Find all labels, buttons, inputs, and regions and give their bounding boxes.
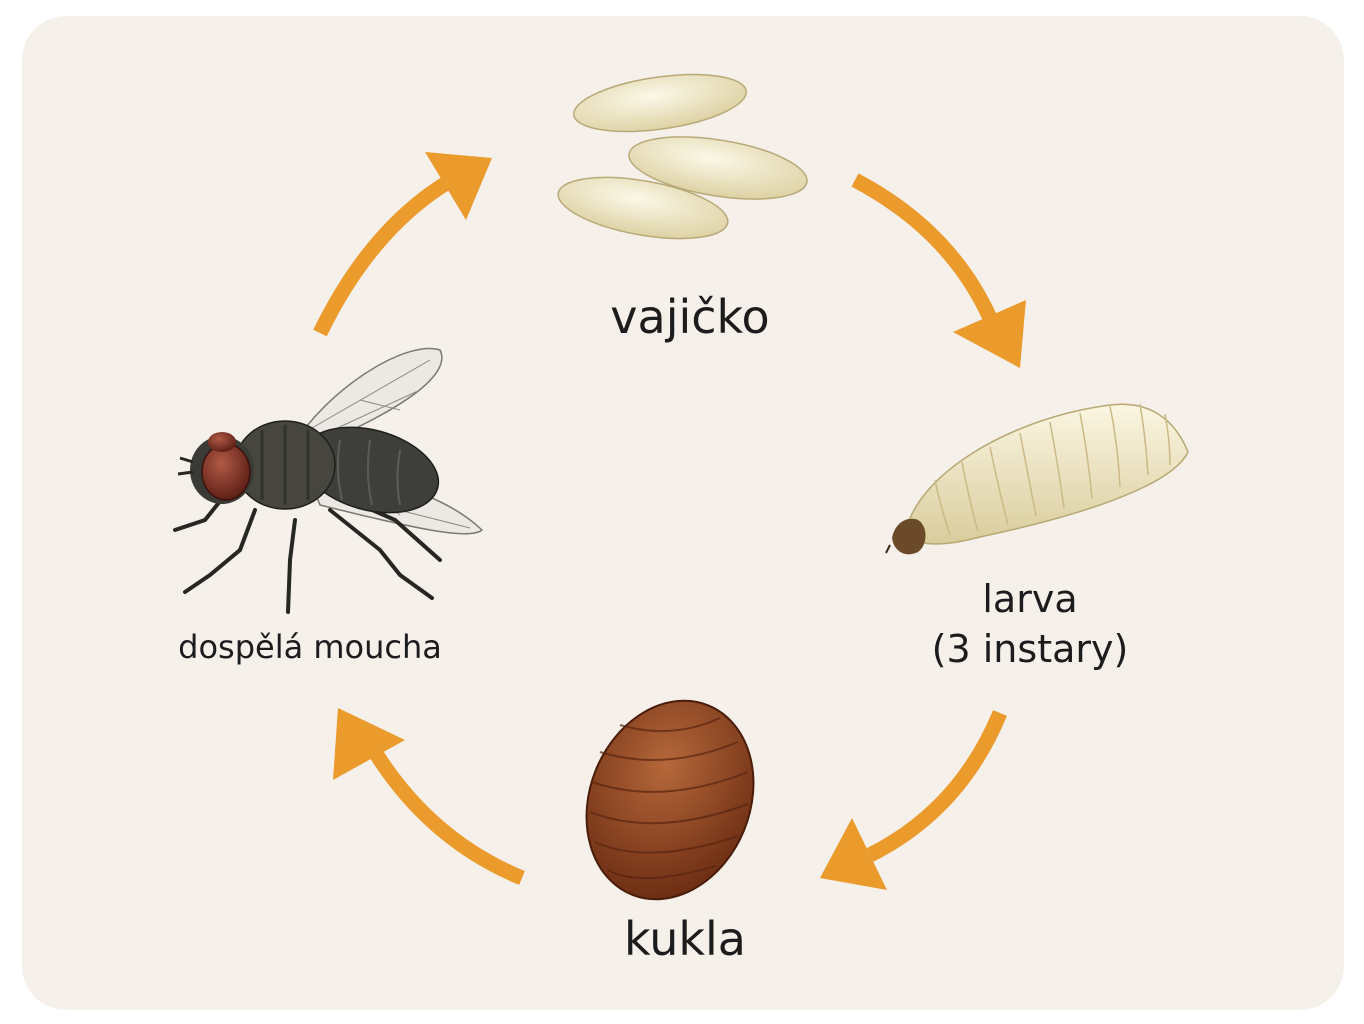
arrow-larva-to-pupa: [820, 710, 1007, 890]
arrow-icon: [953, 300, 1026, 368]
pupa-icon: [585, 699, 755, 901]
arrow-egg-to-larva: [851, 173, 1026, 368]
egg-icon: [557, 73, 808, 240]
arrow-adult-to-egg: [313, 152, 492, 337]
pupa-label: kukla: [624, 912, 746, 966]
arrow-icon: [820, 818, 887, 890]
egg-label: vajičko: [610, 290, 770, 344]
larva-icon: [885, 403, 1189, 555]
arrow-icon: [425, 152, 492, 220]
larva-label-line2: (3 instary): [931, 627, 1129, 671]
adult-label: dospělá moucha: [178, 628, 442, 666]
fly-icon: [173, 347, 484, 614]
larva-label-line1: larva: [982, 577, 1078, 621]
arrow-pupa-to-adult: [333, 708, 525, 885]
larva-label: larva (3 instary): [880, 574, 1180, 674]
arrow-icon: [333, 708, 405, 780]
